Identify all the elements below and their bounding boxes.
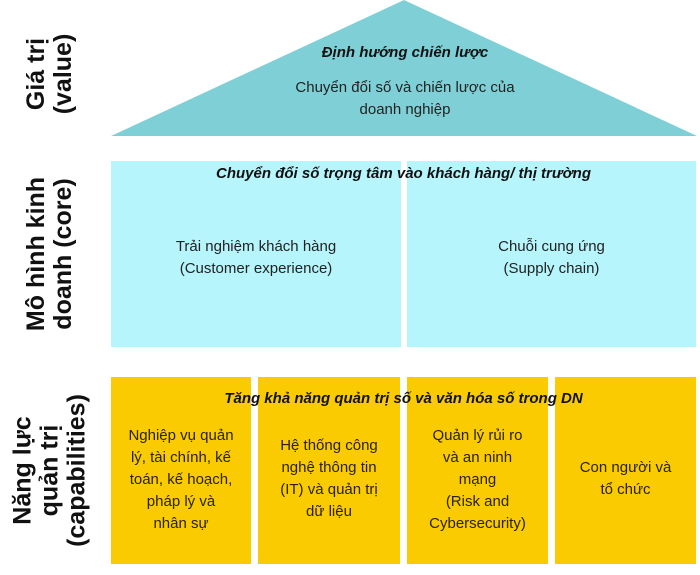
capability-line: Con người và: [579, 459, 672, 476]
side-label-core: Mô hình kinh doanh (core): [22, 159, 77, 349]
side-label-core-line2: doanh (core): [49, 178, 77, 330]
capability-line: Nghiệp vụ quản: [128, 427, 234, 444]
capability-box-text: Nghiệp vụ quản lý, tài chính, kế toán, k…: [113, 425, 249, 535]
capability-line: và an ninh: [442, 449, 513, 466]
capability-box-management: Nghiệp vụ quản lý, tài chính, kế toán, k…: [111, 377, 251, 564]
value-text-line2: doanh nghiệp: [359, 101, 451, 118]
core-header: Chuyển đổi số trọng tâm vào khách hàng/ …: [216, 165, 591, 182]
capability-line: pháp lý và: [146, 493, 216, 510]
value-title: Định hướng chiến lược: [321, 44, 489, 61]
core-box-line: Trải nghiệm khách hàng: [175, 238, 337, 255]
side-label-capabilities-line2: quản trị: [35, 424, 64, 517]
capability-line: Hệ thống công: [280, 437, 378, 454]
capability-line: Cybersecurity): [429, 515, 526, 532]
capability-box-it: Hệ thống công nghệ thông tin (IT) và quả…: [258, 377, 400, 564]
capability-line: toán, kế hoạch,: [129, 471, 233, 488]
core-box-supply-chain: Chuỗi cung ứng (Supply chain): [407, 161, 696, 347]
capability-line: Quản lý rủi ro: [432, 427, 523, 444]
core-box-text: Trải nghiệm khách hàng (Customer experie…: [111, 236, 401, 280]
capability-line: (Risk and: [445, 493, 510, 510]
capability-line: lý, tài chính, kế: [130, 449, 232, 466]
capability-line: mạng: [458, 471, 497, 488]
roof-triangle-shape: [111, 0, 697, 136]
side-label-capabilities-line3: (capabilities): [62, 394, 91, 547]
capability-box-text: Con người và tổ chức: [557, 457, 694, 501]
side-label-capabilities: Năng lực quản trị (capabilities): [8, 371, 91, 571]
capability-line: dữ liệu: [306, 503, 352, 520]
capabilities-header: Tăng khả năng quản trị số và văn hóa số …: [224, 390, 583, 407]
core-box-text: Chuỗi cung ứng (Supply chain): [407, 236, 696, 280]
capability-box-text: Hệ thống công nghệ thông tin (IT) và quả…: [260, 435, 398, 523]
capability-line: nhân sự: [153, 515, 209, 532]
side-label-core-line1: Mô hình kinh: [22, 176, 50, 332]
capability-box-text: Quản lý rủi ro và an ninh mạng (Risk and…: [409, 425, 546, 535]
core-box-line: Chuỗi cung ứng: [498, 238, 605, 255]
core-box-line: (Supply chain): [503, 260, 600, 277]
value-text-line1: Chuyển đổi số và chiến lược của: [295, 79, 515, 96]
capability-line: tổ chức: [600, 481, 651, 498]
side-label-capabilities-line1: Năng lực: [8, 416, 37, 525]
value-text: Chuyển đổi số và chiến lược của doanh ng…: [230, 77, 580, 121]
core-box-line: (Customer experience): [179, 260, 333, 277]
capability-line: nghệ thông tin: [281, 459, 377, 476]
capability-box-risk: Quản lý rủi ro và an ninh mạng (Risk and…: [407, 377, 548, 564]
capability-box-people: Con người và tổ chức: [555, 377, 696, 564]
capability-line: (IT) và quản trị: [280, 481, 378, 498]
core-box-customer-experience: Trải nghiệm khách hàng (Customer experie…: [111, 161, 401, 347]
